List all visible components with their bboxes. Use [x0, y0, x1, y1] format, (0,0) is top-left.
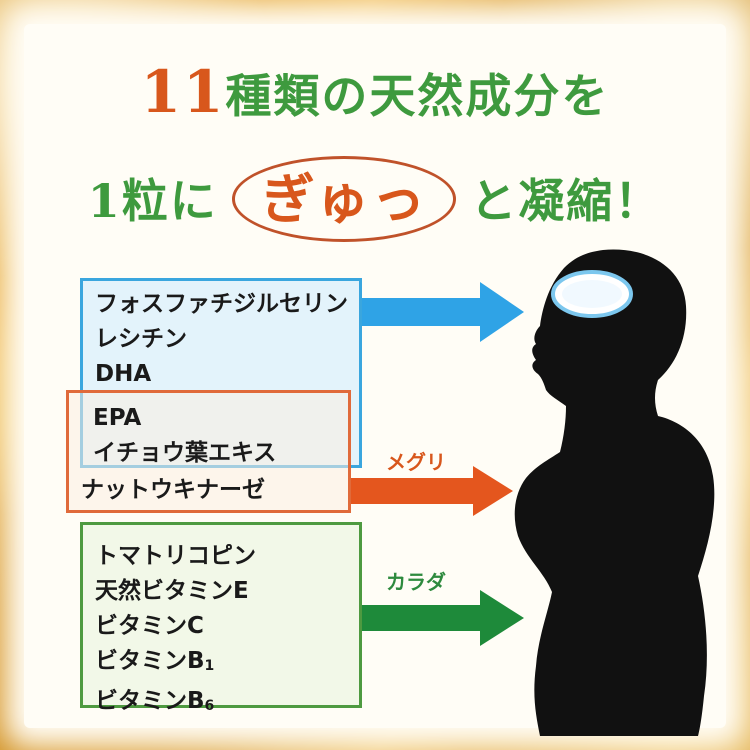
ingredient-item: トマトリコピン	[95, 543, 256, 569]
headline-number: 11	[140, 58, 226, 126]
arrow-label-circulation: メグリ	[386, 450, 446, 474]
arrow-right-green-icon	[362, 590, 524, 646]
vitamin-b1-base: ビタミンB	[95, 648, 205, 674]
ingredient-item: EPA	[93, 405, 142, 431]
vitamin-b6-base: ビタミンB	[95, 688, 205, 714]
woman-silhouette-icon	[514, 249, 715, 736]
headline-line-1-text: 種類の天然成分を	[225, 69, 610, 123]
ingredient-item-vitamin-b1: ビタミンB1	[95, 644, 359, 684]
ingredient-group-body: トマトリコピン 天然ビタミンE ビタミンC ビタミンB1 ビタミンB6	[80, 522, 362, 714]
ingredient-item: ビタミンC	[95, 613, 204, 639]
headline-emphasis: ぎゅっ	[260, 167, 428, 231]
vitamin-b6-subscript: 6	[204, 698, 215, 714]
headline-prefix: 1粒に	[87, 174, 218, 228]
arrow-right-blue-icon	[362, 282, 524, 342]
ingredient-item: DHA	[95, 361, 152, 387]
headline-line-2: 1粒にぎゅっと凝縮！	[0, 156, 750, 248]
ingredient-item-vitamin-b6: ビタミンB6	[95, 684, 359, 724]
arrow-right-orange-icon	[351, 466, 513, 516]
headline-line-1: 11種類の天然成分を	[0, 58, 750, 126]
ingredient-item: ナットウキナーゼ	[81, 477, 265, 503]
ingredient-item: 天然ビタミンE	[95, 578, 249, 604]
ingredient-item: フォスファチジルセリン	[95, 291, 348, 317]
arrow-label-body: カラダ	[386, 570, 446, 594]
ingredient-item: レシチン	[95, 326, 187, 352]
ingredient-item: イチョウ葉エキス	[93, 440, 277, 466]
vitamin-b1-subscript: 1	[204, 658, 215, 674]
headline-emphasis-oval: ぎゅっ	[231, 156, 457, 242]
ingredient-group-circulation: EPA イチョウ葉エキス ナットウキナーゼ	[66, 390, 351, 513]
headline-suffix: と凝縮！	[470, 174, 663, 228]
